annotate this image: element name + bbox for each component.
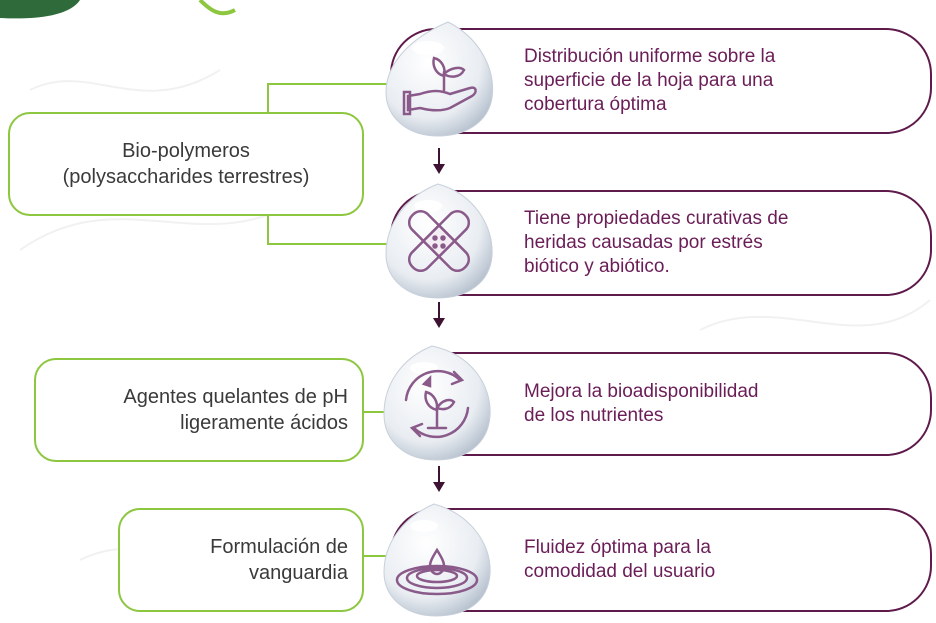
component-text-line: Agentes quelantes de pH xyxy=(123,386,348,408)
benefit-text-line: cobertura óptima xyxy=(524,94,667,115)
hand-with-plant-icon xyxy=(402,56,477,116)
component-text-line: vanguardia xyxy=(249,562,348,584)
down-arrow-icon xyxy=(432,148,446,174)
component-text-line: (polysaccharides terrestres) xyxy=(62,166,310,188)
benefit-text-line: Tiene propiedades curativas de xyxy=(524,208,789,229)
bandage-icon xyxy=(407,209,471,273)
benefit-text-line: heridas causadas por estrés xyxy=(524,232,763,253)
water-drop-1 xyxy=(380,18,498,138)
down-arrow-icon xyxy=(432,466,446,492)
water-drop-3 xyxy=(378,342,496,462)
benefit-text-line: Mejora la bioadisponibilidad xyxy=(524,381,759,402)
benefit-text-line: Distribución uniforme sobre la xyxy=(524,46,776,67)
component-text-line: Bio-polymeros xyxy=(122,140,250,162)
water-ripple-icon xyxy=(395,547,479,596)
benefit-text-line: superficie de la hoja para una xyxy=(524,70,774,91)
benefit-box-2: Tiene propiedades curativas de heridas c… xyxy=(390,190,932,296)
water-drop-2 xyxy=(380,180,498,300)
water-drop-4 xyxy=(378,498,496,618)
benefit-text-line: biótico y abiótico. xyxy=(524,256,670,277)
benefit-text-line: comodidad del usuario xyxy=(524,561,716,582)
component-box-formulation: Formulación de vanguardia xyxy=(118,508,364,612)
component-text-line: ligeramente ácidos xyxy=(180,412,348,434)
component-text-line: Formulación de xyxy=(210,536,348,558)
benefit-text-line: de los nutrientes xyxy=(524,405,664,426)
component-box-chelating-agents: Agentes quelantes de pH ligeramente ácid… xyxy=(34,358,364,462)
down-arrow-icon xyxy=(432,302,446,328)
benefit-text-line: Fluidez óptima para la xyxy=(524,537,711,558)
plant-cycle-icon xyxy=(404,369,470,439)
component-box-biopolymers: Bio-polymeros (polysaccharides terrestre… xyxy=(8,112,364,216)
